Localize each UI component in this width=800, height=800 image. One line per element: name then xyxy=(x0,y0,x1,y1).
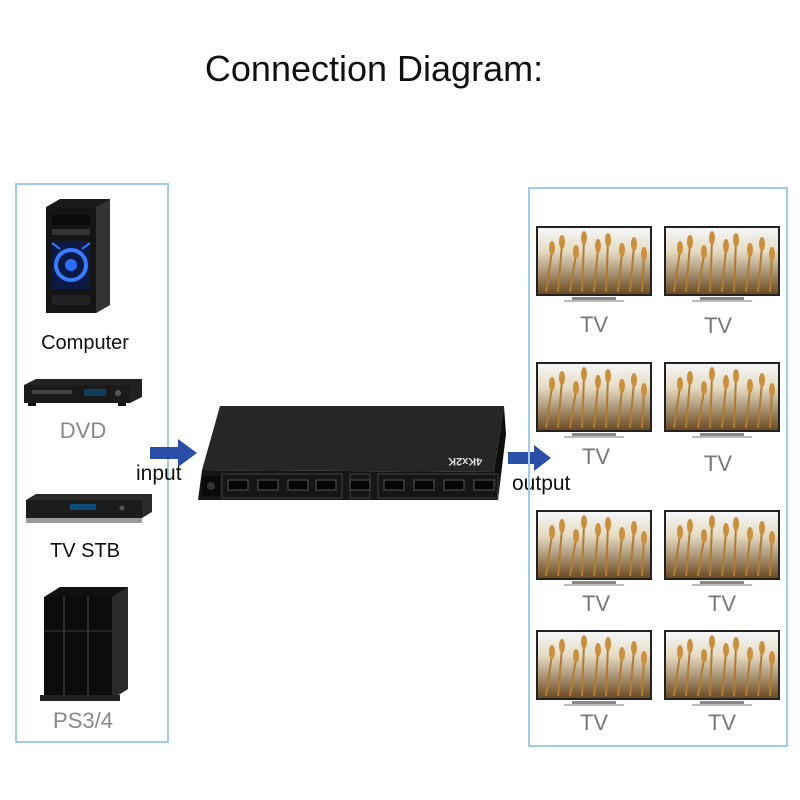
input-arrow-icon xyxy=(150,439,197,467)
device-badge: 4Kx2K xyxy=(448,455,483,467)
tv-label-1: TV xyxy=(579,312,609,337)
tv-screen-4 xyxy=(664,362,780,440)
source-label-ps: PS3/4 xyxy=(53,708,113,733)
source-label-dvd: DVD xyxy=(59,418,107,443)
input-label: input xyxy=(136,462,182,485)
computer-tower-icon xyxy=(46,199,110,313)
tv-label-8: TV xyxy=(707,710,737,735)
tv-screen-7 xyxy=(536,630,652,708)
tv-screen-2 xyxy=(664,226,780,304)
diagram-title: Connection Diagram: xyxy=(204,48,544,89)
game-console-icon xyxy=(40,587,128,701)
sources-panel xyxy=(15,183,169,743)
tv-screen-5 xyxy=(536,510,652,588)
tv-label-5: TV xyxy=(581,591,611,616)
tv-screen-3 xyxy=(536,362,652,440)
tv-label-2: TV xyxy=(703,313,733,338)
outputs-panel xyxy=(528,187,788,747)
tv-screen-8 xyxy=(664,630,780,708)
tv-screen-1 xyxy=(536,226,652,304)
output-label: output xyxy=(512,472,571,495)
tv-label-6: TV xyxy=(707,591,737,616)
source-label-computer: Computer xyxy=(41,332,129,354)
set-top-box-icon xyxy=(26,494,152,523)
dvd-player-icon xyxy=(24,379,142,406)
tv-label-4: TV xyxy=(703,451,733,476)
tv-screen-6 xyxy=(664,510,780,588)
tv-label-3: TV xyxy=(581,444,611,469)
source-label-tv-stb: TV STB xyxy=(49,540,120,562)
hdmi-splitter-device xyxy=(198,406,506,500)
tv-label-7: TV xyxy=(579,710,609,735)
